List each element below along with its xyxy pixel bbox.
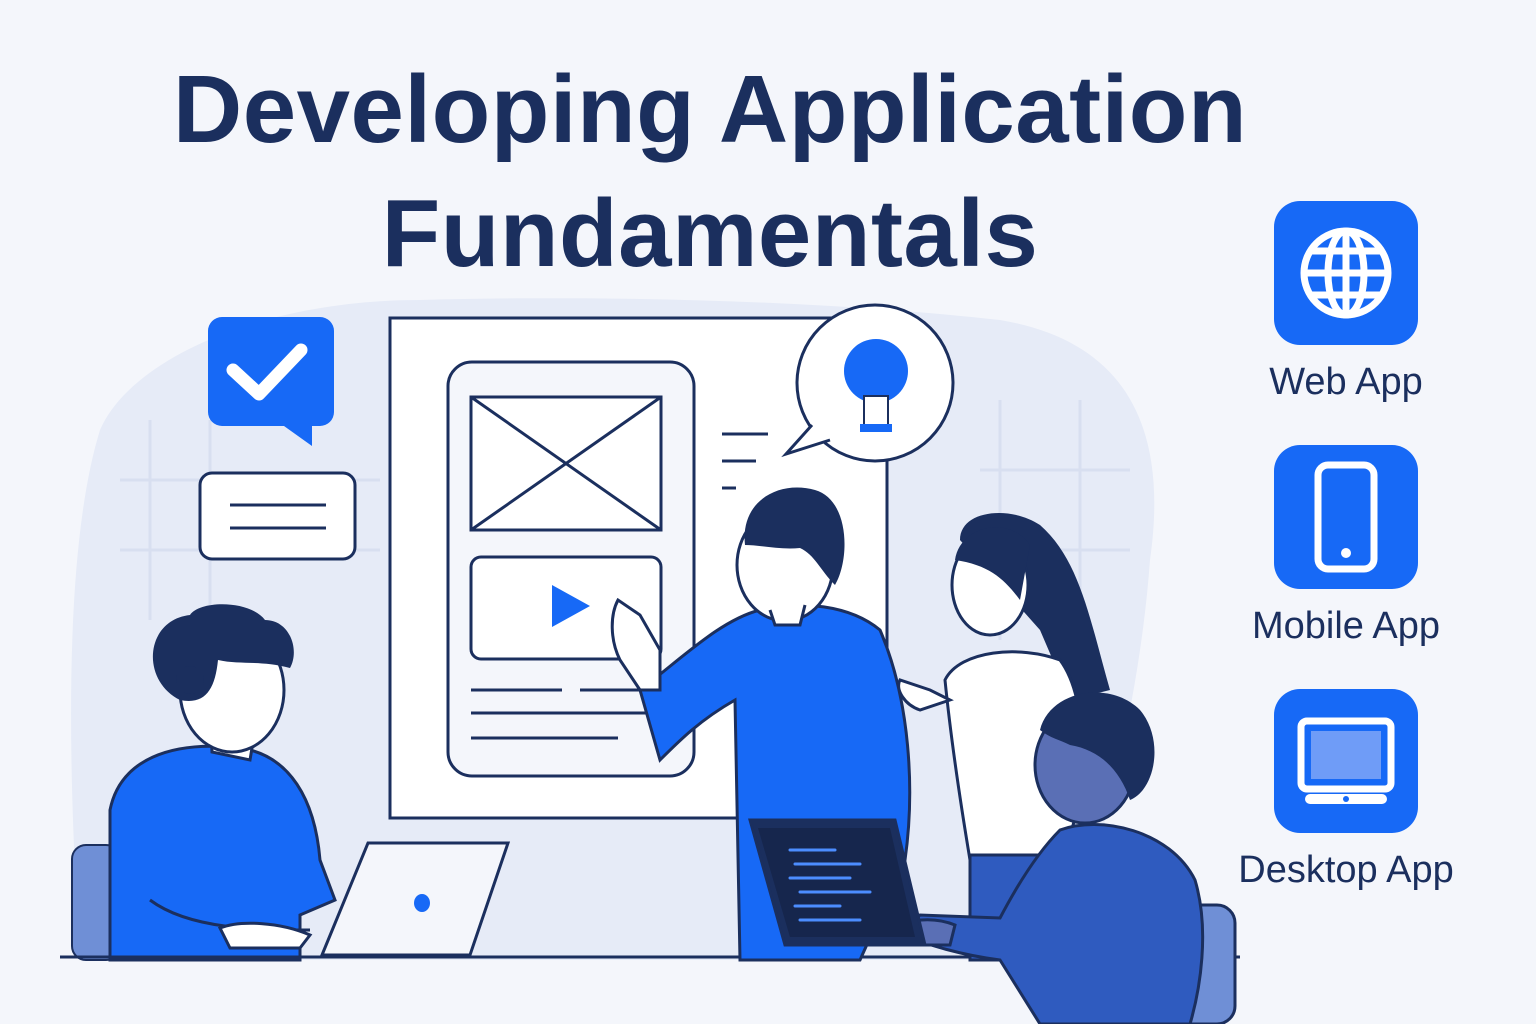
page-title-line2: Fundamentals	[381, 180, 1039, 287]
message-card	[198, 471, 357, 561]
desktop-app-label: Desktop App	[1238, 849, 1454, 891]
lightbulb-icon	[781, 303, 955, 463]
person-left	[71, 604, 337, 962]
mobile-app-label: Mobile App	[1251, 605, 1440, 647]
laptop-left	[319, 841, 511, 957]
app-type-desktop: Desktop App	[1228, 689, 1464, 889]
app-type-mobile: Mobile App	[1228, 445, 1464, 645]
monitor-icon	[1274, 689, 1418, 833]
globe-icon	[1274, 201, 1418, 345]
laptop-right	[748, 818, 927, 947]
play-icon	[552, 585, 590, 627]
check-chat-icon	[208, 317, 334, 446]
app-type-web: Web App	[1228, 201, 1464, 401]
page-title-line1: Developing Application	[172, 56, 1248, 163]
web-app-label: Web App	[1269, 361, 1423, 403]
smartphone-icon	[1274, 445, 1418, 589]
person-right	[877, 692, 1237, 1024]
